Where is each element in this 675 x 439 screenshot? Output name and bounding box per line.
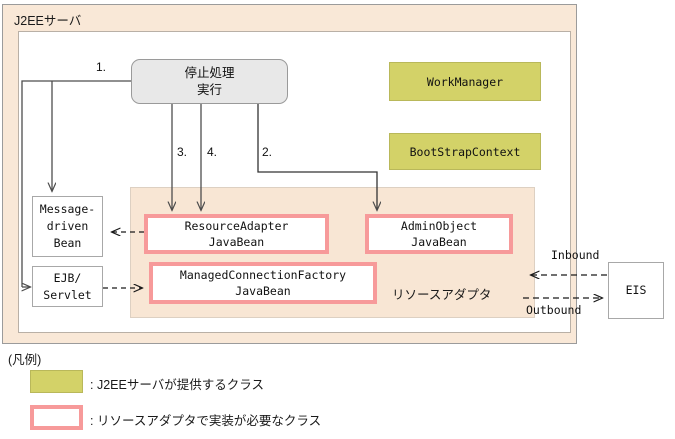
step-1-label: 1. [96, 60, 107, 74]
step-2-label: 2. [262, 145, 273, 159]
inbound-label: Inbound [551, 248, 600, 262]
stop-process-box: 停止処理 実行 [131, 59, 288, 104]
message-driven-bean-box: Message- driven Bean [32, 196, 103, 257]
legend-swatch-server-provided [30, 370, 83, 393]
step-4-label: 4. [207, 145, 218, 159]
workmanager-box: WorkManager [389, 62, 541, 101]
resourceadapter-javabean-box: ResourceAdapter JavaBean [144, 214, 329, 254]
legend-swatch-ra-implemented [30, 405, 83, 430]
j2ee-server-label: J2EEサーバ [14, 14, 82, 28]
legend-label-server-provided: : J2EEサーバが提供するクラス [90, 378, 264, 392]
resource-adapter-label: リソースアダプタ [392, 288, 492, 302]
eis-box: EIS [608, 262, 664, 319]
adminobject-javabean-box: AdminObject JavaBean [365, 214, 513, 254]
outbound-label: Outbound [526, 303, 582, 317]
legend-label-ra-implemented: : リソースアダプタで実装が必要なクラス [90, 414, 322, 428]
managedconnectionfactory-javabean-box: ManagedConnectionFactory JavaBean [149, 262, 377, 304]
ejb-servlet-box: EJB/ Servlet [32, 266, 103, 307]
bootstrapcontext-box: BootStrapContext [389, 133, 541, 170]
step-3-label: 3. [177, 145, 188, 159]
legend-title: (凡例) [8, 353, 42, 367]
